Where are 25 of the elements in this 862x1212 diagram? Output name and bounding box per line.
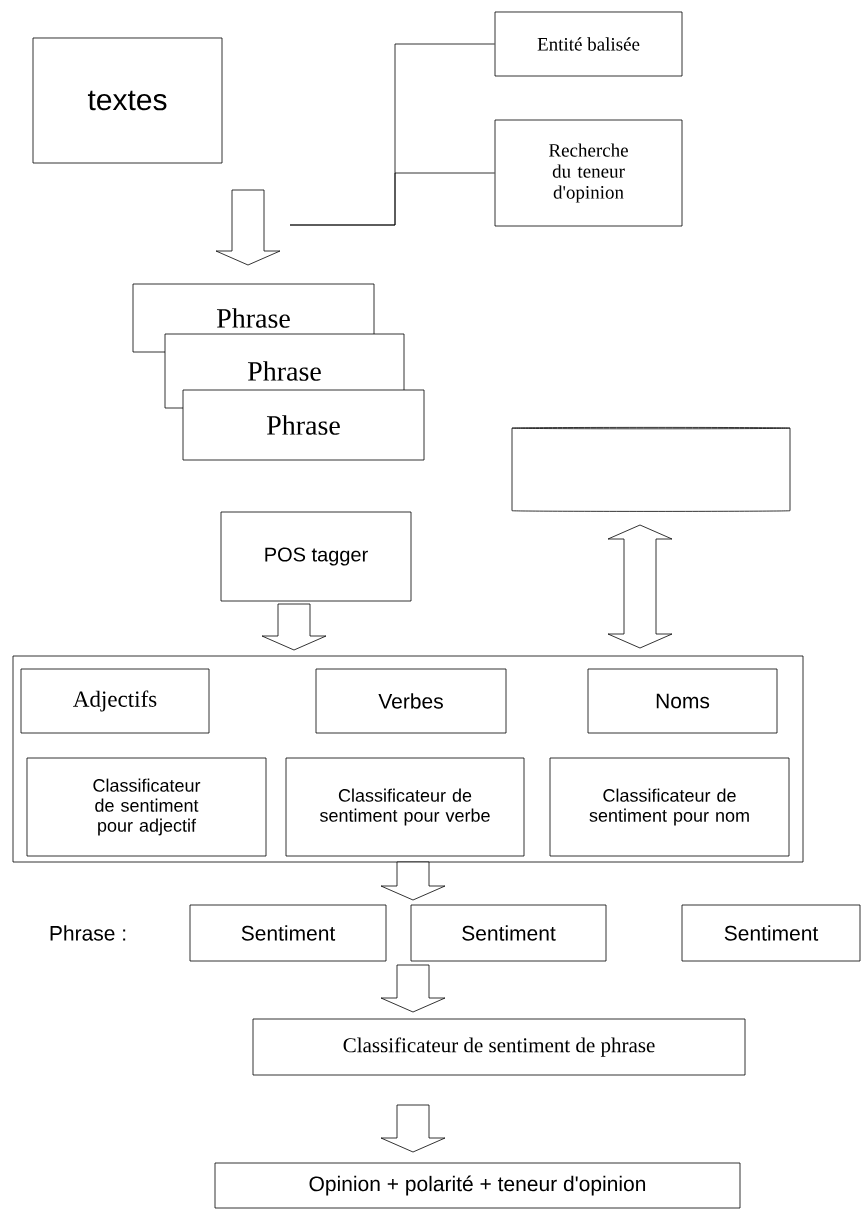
category-box: Verbes [315, 668, 507, 734]
classifier-box: Classificateur de sentiment pour verbe [285, 757, 525, 857]
block-arrow [215, 189, 281, 266]
category-box: Noms [587, 668, 778, 734]
block-arrow [261, 603, 327, 651]
classifier-box: Classificateur de sentiment de phrase [252, 1018, 746, 1076]
block-arrow [380, 964, 446, 1013]
phrase-box: Phrase [182, 389, 425, 461]
category-box: Adjectifs [20, 668, 210, 734]
text-box: textes [32, 37, 223, 164]
result-box: Sentiment [681, 904, 861, 962]
block-arrow [607, 524, 673, 649]
connector-line [289, 172, 495, 226]
database-cylinder [511, 427, 791, 512]
result-box: Sentiment [189, 904, 387, 962]
row-label: Phrase : [50, 925, 126, 941]
process-box: Recherche du teneur d'opinion [494, 119, 683, 227]
classifier-box: Classificateur de sentiment pour nom [549, 757, 790, 857]
output-box: Opinion + polarité + teneur d'opinion [214, 1162, 741, 1209]
block-arrow [380, 861, 446, 901]
classifier-box: Classificateur de sentiment pour adjectif [26, 757, 267, 857]
result-box: Sentiment [410, 904, 607, 962]
block-arrow [380, 1104, 446, 1153]
process-box: POS tagger [220, 511, 412, 602]
process-box: Entité balisée [494, 11, 683, 77]
